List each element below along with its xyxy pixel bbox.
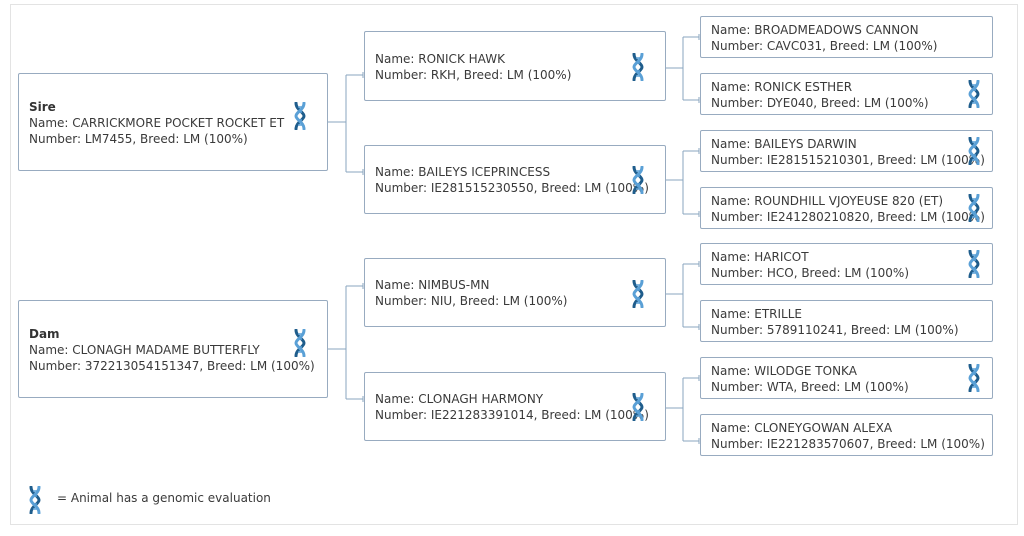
dam-sire-name: Name: NIMBUS-MN bbox=[375, 278, 490, 292]
pedigree-panel bbox=[10, 4, 1018, 525]
sd-dam-card[interactable]: Name: ROUNDHILL VJOYEUSE 820 (ET) Number… bbox=[700, 187, 993, 229]
sire-dam-name: Name: BAILEYS ICEPRINCESS bbox=[375, 165, 551, 179]
sd-dam-name: Name: ROUNDHILL VJOYEUSE 820 (ET) bbox=[711, 194, 944, 208]
ss-sire-card[interactable]: Name: BROADMEADOWS CANNON Number: CAVC03… bbox=[700, 16, 993, 58]
legend-dna-icon bbox=[29, 486, 41, 514]
sd-sire-name: Name: BAILEYS DARWIN bbox=[711, 137, 857, 151]
sd-sire-number: Number: IE281515210301, Breed: LM (100%) bbox=[711, 153, 985, 167]
dam-number: Number: 372213054151347, Breed: LM (100%… bbox=[29, 359, 315, 373]
sire-dam-number: Number: IE281515230550, Breed: LM (100%) bbox=[375, 181, 649, 195]
dd-sire-card[interactable]: Name: WILODGE TONKA Number: WTA, Breed: … bbox=[700, 357, 993, 399]
dd-sire-name: Name: WILODGE TONKA bbox=[711, 364, 857, 378]
dna-icon bbox=[632, 393, 644, 421]
dd-dam-name: Name: CLONEYGOWAN ALEXA bbox=[711, 421, 893, 435]
dna-icon bbox=[294, 329, 306, 357]
ds-dam-card[interactable]: Name: ETRILLE Number: 5789110241, Breed:… bbox=[700, 300, 993, 342]
dna-icon bbox=[632, 53, 644, 81]
dam-card[interactable]: Dam Name: CLONAGH MADAME BUTTERFLY Numbe… bbox=[18, 300, 328, 398]
legend-text: = Animal has a genomic evaluation bbox=[57, 491, 271, 505]
sd-sire-card[interactable]: Name: BAILEYS DARWIN Number: IE281515210… bbox=[700, 130, 993, 172]
ds-sire-card[interactable]: Name: HARICOT Number: HCO, Breed: LM (10… bbox=[700, 243, 993, 285]
ds-sire-name: Name: HARICOT bbox=[711, 250, 809, 264]
ss-dam-name: Name: RONICK ESTHER bbox=[711, 80, 853, 94]
dna-icon bbox=[968, 364, 980, 392]
dna-icon bbox=[632, 166, 644, 194]
dna-icon bbox=[968, 137, 980, 165]
dna-icon bbox=[968, 250, 980, 278]
sire-dam-card[interactable]: Name: BAILEYS ICEPRINCESS Number: IE2815… bbox=[364, 145, 666, 214]
dam-dam-card[interactable]: Name: CLONAGH HARMONY Number: IE22128339… bbox=[364, 372, 666, 441]
dam-sire-card[interactable]: Name: NIMBUS-MN Number: NIU, Breed: LM (… bbox=[364, 258, 666, 327]
ds-dam-number: Number: 5789110241, Breed: LM (100%) bbox=[711, 323, 959, 337]
dna-icon bbox=[968, 194, 980, 222]
dam-sire-number: Number: NIU, Breed: LM (100%) bbox=[375, 294, 568, 308]
sire-card[interactable]: Sire Name: CARRICKMORE POCKET ROCKET ET … bbox=[18, 73, 328, 171]
dd-dam-card[interactable]: Name: CLONEYGOWAN ALEXA Number: IE221283… bbox=[700, 414, 993, 456]
dd-dam-number: Number: IE221283570607, Breed: LM (100%) bbox=[711, 437, 985, 451]
ss-dam-card[interactable]: Name: RONICK ESTHER Number: DYE040, Bree… bbox=[700, 73, 993, 115]
ds-sire-number: Number: HCO, Breed: LM (100%) bbox=[711, 266, 909, 280]
sire-sire-name: Name: RONICK HAWK bbox=[375, 52, 505, 66]
dna-icon bbox=[968, 80, 980, 108]
ss-sire-number: Number: CAVC031, Breed: LM (100%) bbox=[711, 39, 938, 53]
dna-icon bbox=[632, 280, 644, 308]
dam-dam-number: Number: IE221283391014, Breed: LM (100%) bbox=[375, 408, 649, 422]
dam-role-label: Dam bbox=[29, 327, 60, 341]
ss-dam-number: Number: DYE040, Breed: LM (100%) bbox=[711, 96, 929, 110]
sire-sire-number: Number: RKH, Breed: LM (100%) bbox=[375, 68, 572, 82]
sire-sire-card[interactable]: Name: RONICK HAWK Number: RKH, Breed: LM… bbox=[364, 31, 666, 101]
dam-name: Name: CLONAGH MADAME BUTTERFLY bbox=[29, 343, 260, 357]
sire-number: Number: LM7455, Breed: LM (100%) bbox=[29, 132, 248, 146]
dna-icon bbox=[294, 102, 306, 130]
dam-dam-name: Name: CLONAGH HARMONY bbox=[375, 392, 544, 406]
ss-sire-name: Name: BROADMEADOWS CANNON bbox=[711, 23, 919, 37]
sd-dam-number: Number: IE241280210820, Breed: LM (100%) bbox=[711, 210, 985, 224]
dd-sire-number: Number: WTA, Breed: LM (100%) bbox=[711, 380, 909, 394]
sire-role-label: Sire bbox=[29, 100, 56, 114]
ds-dam-name: Name: ETRILLE bbox=[711, 307, 803, 321]
sire-name: Name: CARRICKMORE POCKET ROCKET ET bbox=[29, 116, 285, 130]
